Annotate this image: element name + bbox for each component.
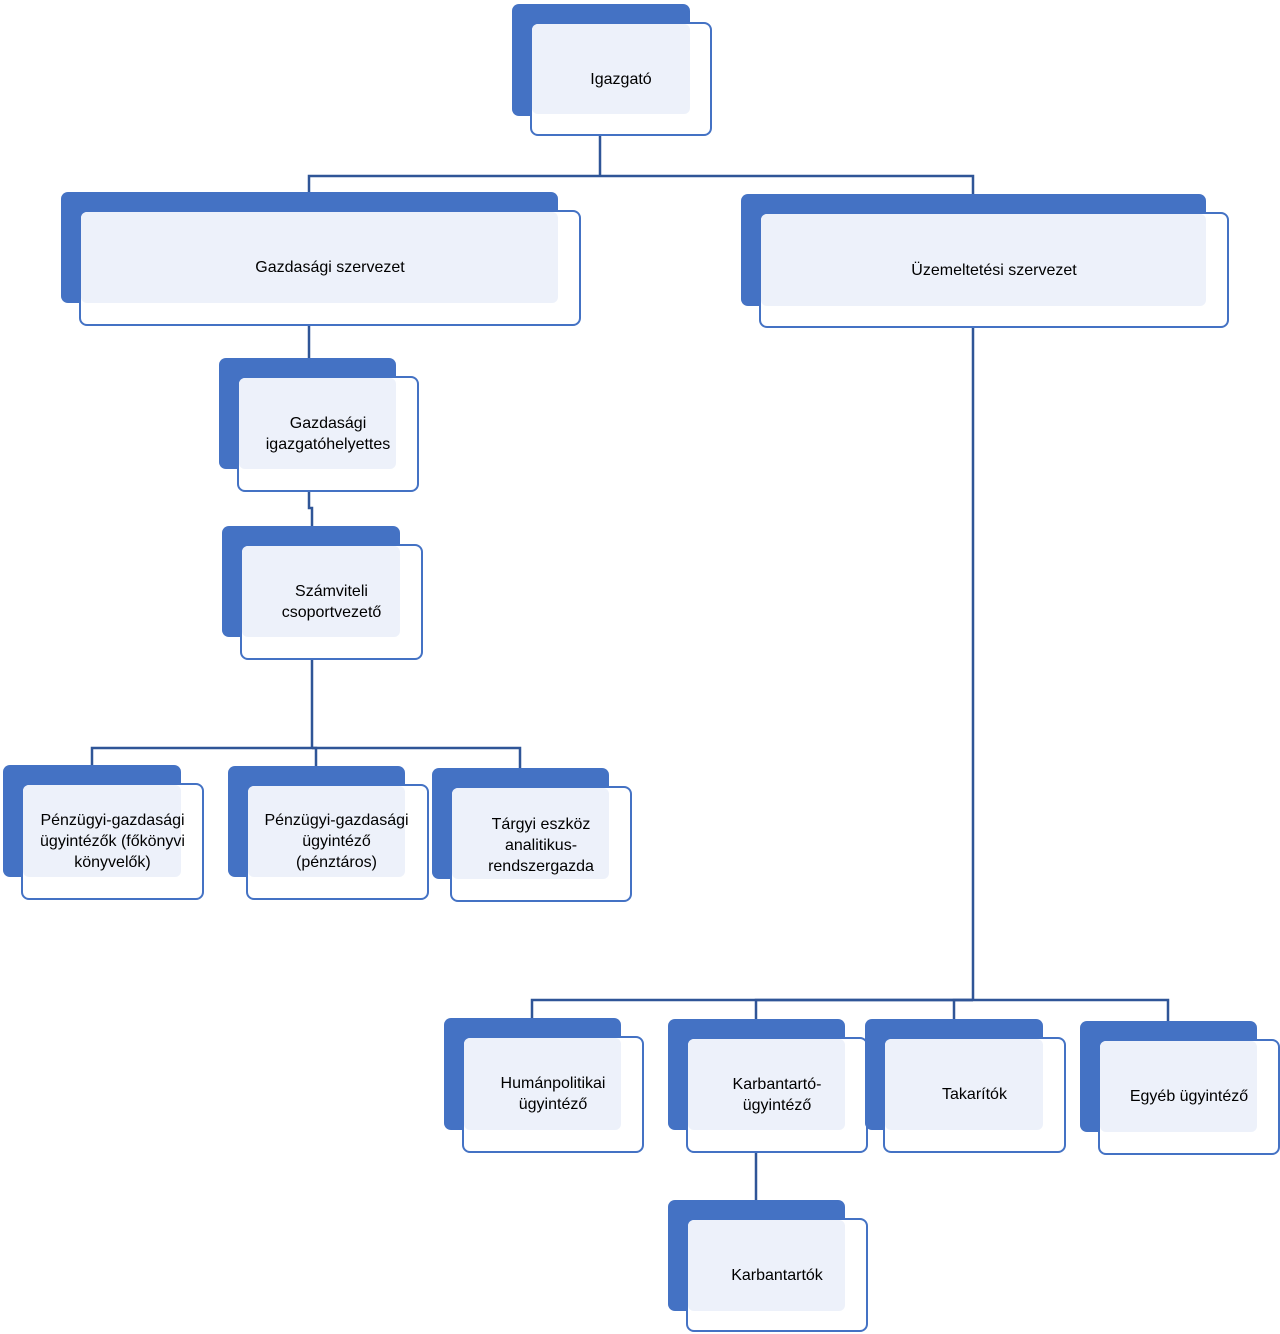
node-label: Pénzügyi-gazdasági ügyintézők (főkönyvi … bbox=[40, 811, 185, 871]
node-takaritok: Takarítók bbox=[865, 1019, 1066, 1153]
node-fill bbox=[464, 1038, 621, 1130]
node-fill bbox=[23, 785, 181, 877]
node-igazgato: Igazgató bbox=[512, 4, 712, 136]
node-label: Gazdasági igazgatóhelyettes bbox=[265, 414, 391, 453]
node-fill bbox=[761, 214, 1206, 306]
connector-to-humanpolitikai bbox=[530, 998, 973, 1018]
node-label: Üzemeltetési szervezet bbox=[911, 261, 1077, 279]
node-penzugyi-fokonyvi: Pénzügyi-gazdasági ügyintézők (főkönyvi … bbox=[3, 765, 204, 900]
node-label: Karbantartók bbox=[731, 1266, 823, 1284]
connector-to-gazdasagi-szervezet bbox=[307, 174, 600, 192]
connector-to-uzemeltetesi-szervezet bbox=[600, 174, 975, 194]
node-humanpolitikai: Humánpolitikai ügyintéző bbox=[444, 1018, 644, 1153]
node-karbantartok: Karbantartók bbox=[668, 1200, 868, 1334]
node-fill bbox=[239, 378, 396, 469]
node-label: Pénzügyi-gazdasági ügyintéző (pénztáros) bbox=[264, 812, 409, 871]
connector-to-karbantarto-ugyintezo bbox=[754, 998, 973, 1019]
node-label: Számviteli csoportvezető bbox=[281, 582, 382, 621]
node-label: Tárgyi eszköz analitikus- rendszergazda bbox=[488, 816, 594, 875]
node-fill bbox=[1100, 1041, 1257, 1132]
node-label: Igazgató bbox=[590, 70, 652, 88]
node-label: Takarítók bbox=[942, 1086, 1007, 1103]
node-egyeb-ugyintezo: Egyéb ügyintéző bbox=[1080, 1021, 1280, 1155]
node-targyi-eszkoz: Tárgyi eszköz analitikus- rendszergazda bbox=[432, 768, 632, 902]
node-fill bbox=[452, 788, 609, 879]
node-fill bbox=[81, 212, 558, 303]
connector-to-penzugyi-penztaros bbox=[312, 746, 318, 766]
connector-to-egyeb-ugyintezo bbox=[973, 998, 1170, 1021]
node-uzemeltetesi-szervezet: Üzemeltetési szervezet bbox=[741, 194, 1229, 328]
node-label: Karbantartó- ügyintéző bbox=[732, 1075, 822, 1114]
node-label: Gazdasági szervezet bbox=[255, 259, 405, 276]
connector-to-penzugyi-fokonyvi bbox=[90, 746, 312, 765]
node-label: Humánpolitikai ügyintéző bbox=[500, 1075, 606, 1113]
node-karbantarto-ugyintezo: Karbantartó- ügyintéző bbox=[668, 1019, 868, 1153]
connector-to-szamviteli-csoportvezeto bbox=[307, 490, 314, 526]
connector-to-targyi-eszkoz bbox=[312, 746, 522, 768]
node-fill bbox=[242, 546, 400, 637]
connector-to-takaritok bbox=[952, 998, 973, 1019]
node-fill bbox=[885, 1039, 1043, 1130]
node-fill bbox=[688, 1039, 845, 1130]
node-szamviteli-csoportvezeto: Számviteli csoportvezető bbox=[222, 526, 423, 660]
node-gazdasagi-szervezet: Gazdasági szervezet bbox=[61, 192, 581, 326]
node-penzugyi-penztaros: Pénzügyi-gazdasági ügyintéző (pénztáros) bbox=[228, 766, 429, 900]
node-gazdasagi-igazgatohelyettes: Gazdasági igazgatóhelyettes bbox=[219, 358, 419, 492]
node-fill bbox=[688, 1220, 845, 1311]
node-fill bbox=[248, 786, 405, 877]
node-fill bbox=[532, 24, 690, 114]
node-label: Egyéb ügyintéző bbox=[1129, 1088, 1249, 1105]
